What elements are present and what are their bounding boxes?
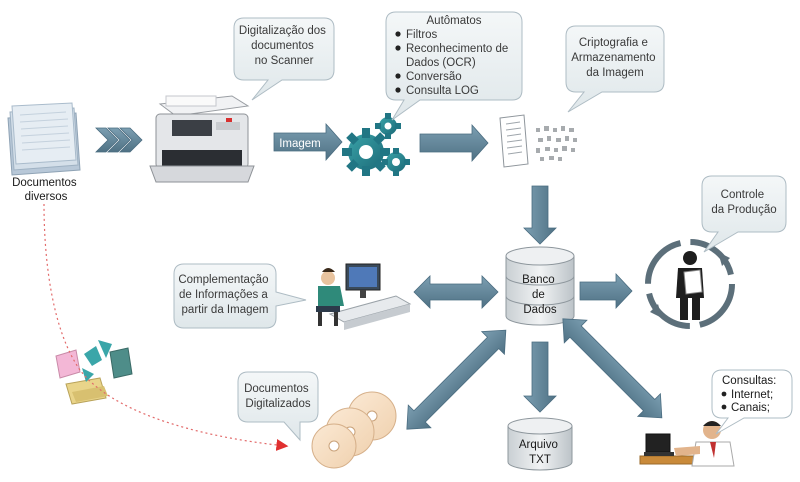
db-l1-text: Banco (522, 274, 555, 286)
manager-person-icon (676, 251, 704, 320)
svg-text:Complementação de Inform: Complementação de Informações a partir d… (178, 274, 271, 316)
controle-cycle-icon (645, 239, 735, 329)
arrow-to-controle (579, 272, 633, 310)
documentos-label-line2: diversos (25, 191, 68, 203)
automatos-title: Autômatos (427, 15, 482, 27)
arrow-to-consultas (562, 318, 663, 419)
arrow-db-complement (413, 275, 499, 309)
db-l3-text: Dados (523, 304, 556, 316)
imagem-arrow-label: Imagem (279, 138, 321, 150)
callout-cripto: Criptografia e Armazenamento da Imagem (565, 25, 665, 113)
cmp-l3-text: partir da Imagem (182, 304, 269, 316)
svg-text:Criptografia e Armazenam: Criptografia e Armazenamento da Imagem (571, 37, 659, 79)
svg-text:Documentos Digitalizados: Documentos Digitalizados (244, 383, 312, 410)
scan-l2-text: documentos (251, 40, 314, 52)
callout-scanner: Digitalização dos documentos no Scanner (233, 17, 335, 101)
svg-text:Controle da Produção: Controle da Produção (711, 189, 776, 216)
automatos-item: Reconhecimento de (406, 43, 508, 55)
dd-l1-text: Documentos (244, 383, 309, 395)
arrow-to-txt (523, 341, 557, 413)
automatos-item: Filtros (406, 29, 438, 41)
imagem-arrow: Imagem (273, 122, 343, 162)
chevron-arrows-icon (95, 127, 143, 153)
svg-text:Digitalização dos docume: Digitalização dos documentos no Scanner (239, 25, 329, 67)
cmp-l1-text: Complementação (178, 274, 268, 286)
cmp-l2-text: de Informações a (179, 289, 268, 301)
consultas-title: Consultas: (722, 375, 776, 387)
cd-discs-icon (311, 391, 397, 469)
arquivo-label: Arquivo TXT (519, 439, 561, 466)
bullet-icon (395, 73, 401, 79)
bullet-icon (395, 31, 401, 37)
scan-l3-text: no Scanner (255, 55, 314, 67)
consultas-item: Internet; (731, 389, 773, 401)
bullet-icon (395, 87, 401, 93)
arrow-to-crypto (419, 123, 489, 163)
documentos-label: Documentos diversos (12, 177, 80, 203)
automatos-item: Consulta LOG (406, 85, 479, 97)
workstation-icon (316, 263, 412, 330)
document-icon (499, 114, 529, 168)
automatos-item: Dados (OCR) (406, 57, 476, 69)
banco-label: Banco de Dados (522, 274, 558, 316)
operator-person-icon (639, 421, 735, 467)
documentos-label-line1: Documentos (12, 177, 77, 189)
ctl-l1-text: Controle (721, 189, 764, 201)
bullet-icon (721, 404, 727, 410)
txt-l2-text: TXT (529, 454, 551, 466)
cri-l2-text: Armazenamento (571, 52, 655, 64)
bullet-icon (721, 391, 727, 397)
scan-l1-text: Digitalização dos (239, 25, 326, 37)
database-icon (505, 246, 575, 326)
txt-l1-text: Arquivo (519, 439, 558, 451)
recycle-boxes-icon (55, 340, 133, 405)
cri-l1-text: Criptografia e (579, 37, 648, 49)
gears-icon (342, 113, 410, 176)
cri-l3-text: da Imagem (586, 67, 644, 79)
callout-complement: Complementação de Informações a partir d… (173, 263, 307, 329)
consultas-item: Canais; (731, 402, 770, 414)
scanner-icon (149, 95, 255, 183)
documents-stack-icon (7, 102, 81, 176)
dashed-path-to-cds (43, 203, 289, 451)
automatos-item: Conversão (406, 71, 462, 83)
callout-docs-digitalizados: Documentos Digitalizados (237, 371, 319, 442)
callout-controle: Controle da Produção (701, 175, 787, 253)
ctl-l2-text: da Produção (711, 204, 776, 216)
encrypted-blocks-icon (536, 126, 577, 161)
bullet-icon (395, 45, 401, 51)
txt-file-icon (507, 417, 573, 471)
dd-l2-text: Digitalizados (245, 398, 310, 410)
arrow-to-cds (406, 329, 507, 430)
db-l2-text: de (532, 289, 545, 301)
callout-consultas: Consultas: Internet;Canais; (711, 369, 793, 435)
arrow-to-db (523, 185, 557, 245)
